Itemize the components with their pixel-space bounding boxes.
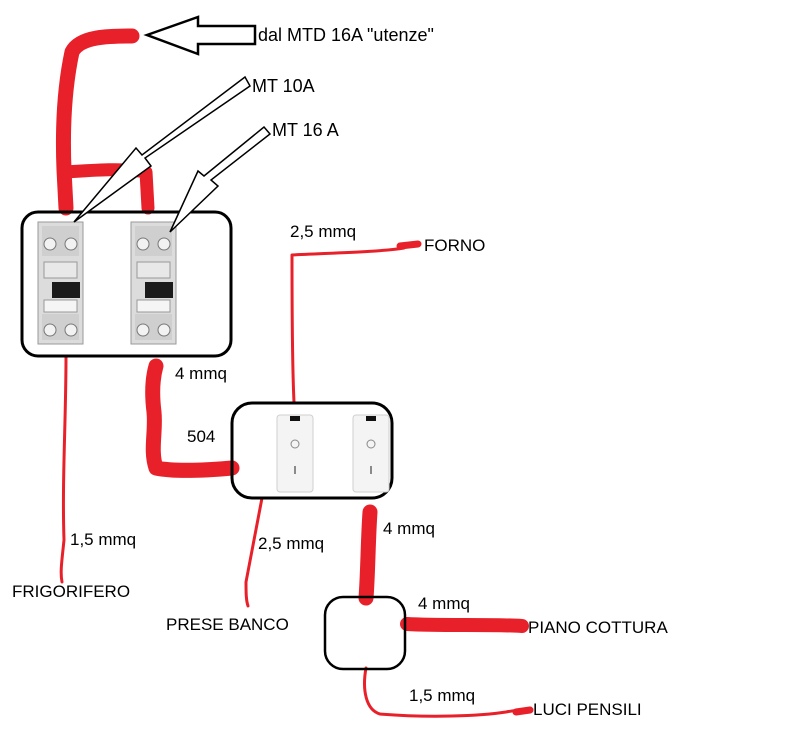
wire-504-feed xyxy=(145,358,240,478)
mt16-label: MT 16 A xyxy=(272,120,339,140)
breaker-enclosure xyxy=(20,210,233,358)
luci-pensili-label: LUCI PENSILI xyxy=(533,700,642,719)
prese-banco-label: PRESE BANCO xyxy=(166,615,289,634)
wire-main-branch xyxy=(59,163,155,215)
luci-section-label: 1,5 mmq xyxy=(409,686,476,705)
left-arrow-icon xyxy=(143,15,257,56)
prese-section-label: 2,5 mmq xyxy=(258,534,325,553)
mt16-pointer-arrow xyxy=(169,125,272,233)
breaker-mt10 xyxy=(37,221,84,345)
wire-luci-end xyxy=(512,706,534,716)
wire-main-feed xyxy=(55,28,140,216)
wire-frigorifero xyxy=(59,354,68,584)
box-504 xyxy=(230,401,394,500)
breaker-mt16 xyxy=(130,221,177,345)
wire-piano-cottura xyxy=(400,617,529,633)
junction-box xyxy=(323,595,407,671)
wire-prese-banco xyxy=(244,496,264,608)
switch-piano xyxy=(352,414,390,493)
mt10-pointer-arrow xyxy=(73,75,251,223)
source-label: dal MTD 16A "utenze" xyxy=(258,25,434,45)
frigorifero-section-label: 1,5 mmq xyxy=(70,530,137,549)
wire-forno-end xyxy=(396,240,422,250)
box-504-label: 504 xyxy=(187,427,216,446)
switch-forno xyxy=(276,414,314,493)
mt10-label: MT 10A xyxy=(252,76,315,96)
wire-junction-feed xyxy=(358,504,378,606)
forno-section-label: 2,5 mmq xyxy=(290,222,357,241)
junction-feed-section-label: 4 mmq xyxy=(383,519,435,538)
wire-forno xyxy=(290,242,418,404)
piano-section-label: 4 mmq xyxy=(418,594,470,613)
feed-504-section-label: 4 mmq xyxy=(175,364,227,383)
forno-label: FORNO xyxy=(424,236,486,255)
piano-cottura-label: PIANO COTTURA xyxy=(528,618,668,637)
frigorifero-label: FRIGORIFERO xyxy=(12,582,131,601)
